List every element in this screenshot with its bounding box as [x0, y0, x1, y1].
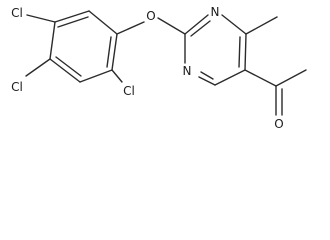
bond-c2-n-top-double — [190, 20, 211, 37]
atom-n-top: N — [211, 5, 220, 19]
atom-cl-left: Cl — [11, 80, 23, 94]
bond-c5-carbonyl-c — [244, 69, 277, 87]
phenyl-ring-bonds — [49, 10, 118, 83]
bond-phenyl-left — [49, 21, 56, 60]
atom-cl-top: Cl — [11, 6, 23, 20]
bond-phenyl-upper-right — [88, 10, 118, 35]
pyrimidine-ring-bonds — [184, 14, 247, 86]
bond-c4-c5-double — [238, 36, 241, 68]
side-chain-bonds — [244, 16, 307, 116]
bond-c-cl-top — [26, 14, 56, 23]
atom-labels: Cl Cl Cl O N N O — [11, 5, 284, 131]
bond-c2-n-top — [184, 14, 209, 35]
bond-carbonyl-methyl — [275, 69, 307, 87]
bond-c-cl-right — [111, 69, 123, 83]
atom-cl-right: Cl — [123, 84, 135, 98]
bond-phenyl-lower-left — [49, 58, 81, 83]
bond-c6-n-bottom-double — [200, 71, 214, 80]
bond-phenyl-right — [111, 33, 118, 71]
bond-c6-n-bottom — [198, 76, 216, 86]
atom-o-ether: O — [146, 9, 155, 23]
bond-n-top-c4 — [221, 14, 247, 35]
phenyl-substituent-bonds — [25, 14, 186, 83]
bond-c4-methyl — [245, 16, 278, 35]
bond-phenyl-top-double — [57, 16, 89, 28]
bond-phenyl-top — [54, 10, 90, 23]
bond-c4-c5 — [244, 33, 247, 71]
bond-c-cl-left — [25, 58, 51, 77]
bond-phenyl-lower-left-double — [55, 56, 82, 77]
atom-n-bottom: N — [183, 64, 192, 78]
bond-c-o-ether — [116, 21, 145, 35]
structure-canvas: Cl Cl Cl O N N O — [11, 5, 307, 131]
atom-o-carbonyl: O — [274, 117, 283, 131]
bond-phenyl-lower-right — [79, 69, 113, 83]
bond-o-c-pyrimidine — [157, 17, 186, 35]
bond-c5-c6 — [214, 69, 246, 86]
chemical-structure-diagram: Cl Cl Cl O N N O — [11, 5, 307, 131]
bond-phenyl-right-double — [106, 36, 112, 68]
